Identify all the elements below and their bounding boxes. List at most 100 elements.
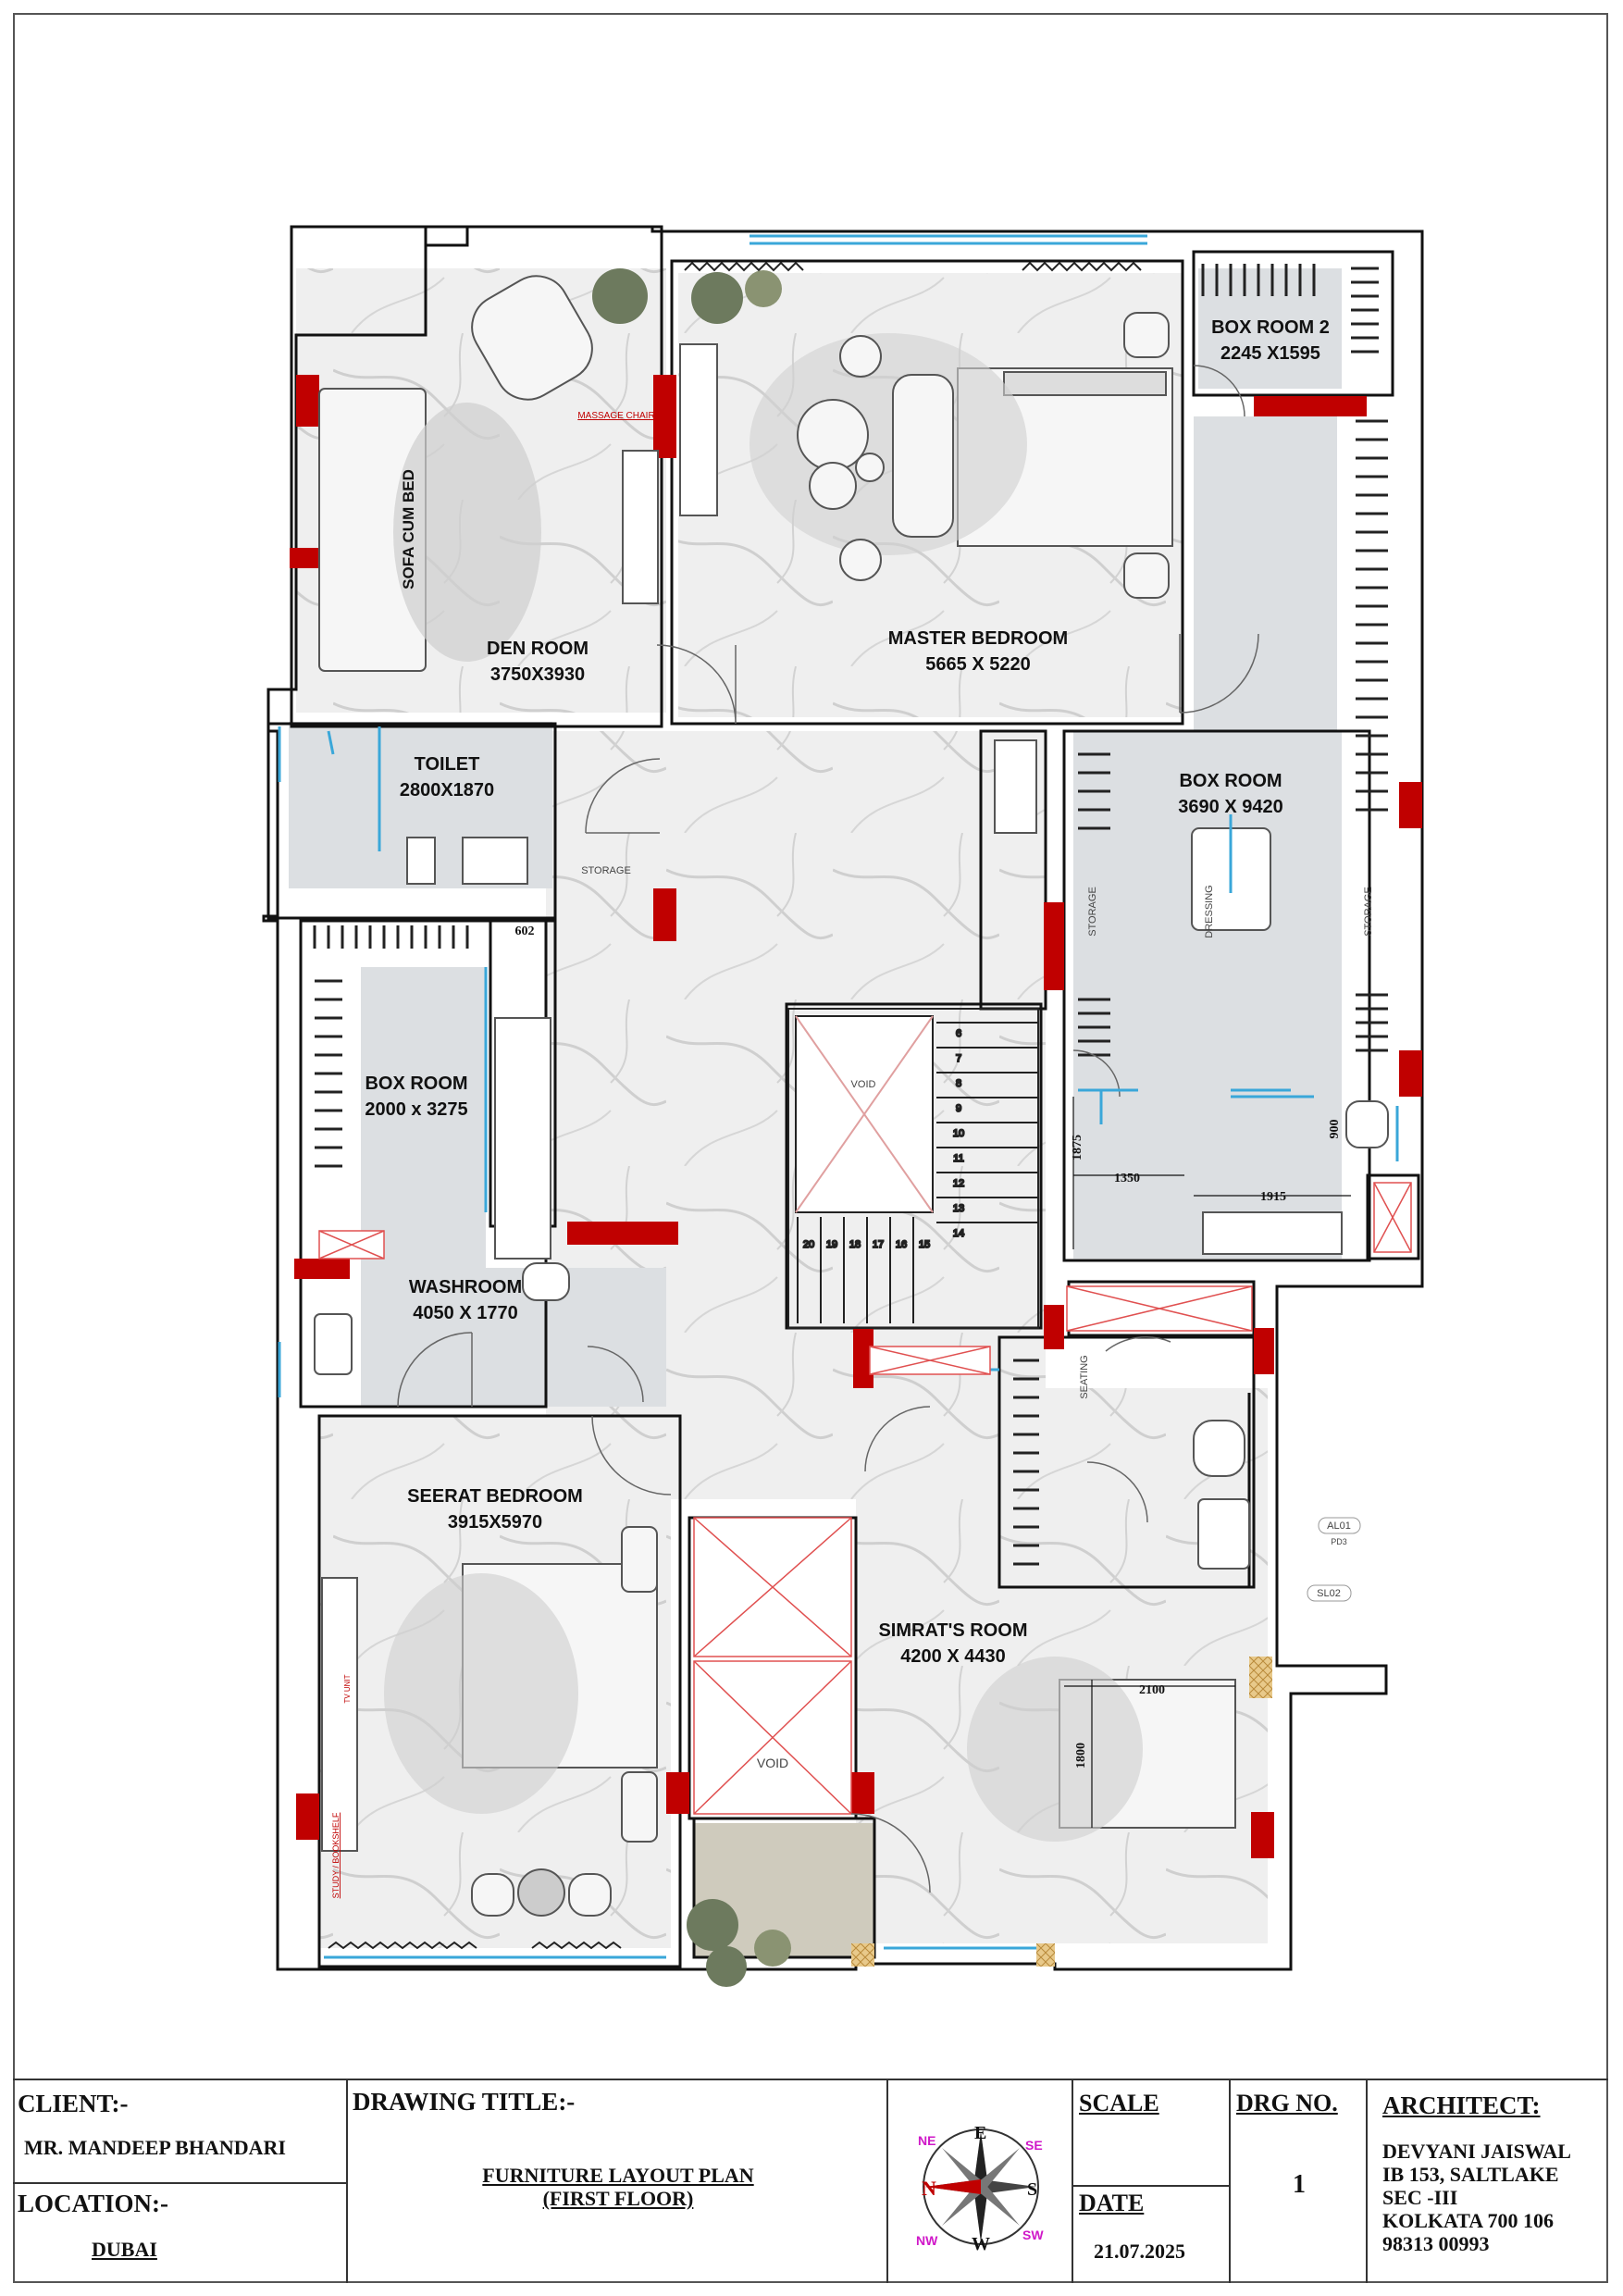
door-leaves [327,726,1291,1212]
architect-line: SEC -III [1382,2186,1458,2209]
structural-columns [290,375,1422,1858]
drawing-number-cell: DRG NO. 1 [1231,2080,1368,2283]
drawing-title-line1: FURNITURE LAYOUT PLAN [482,2164,754,2187]
floor-plan: 6 7 8 9 10 11 12 13 14 20 19 18 17 16 15 [262,225,1424,1987]
seating-label: SEATING [1079,1355,1090,1398]
drg-no-value: 1 [1293,2170,1306,2199]
storage-label: STORAGE [1087,887,1098,937]
storage-label: STORAGE [1363,887,1374,937]
north-compass-icon: N E S W NE SE SW NW [916,2123,1044,2254]
location-value: DUBAI [92,2238,157,2261]
wardrobe-hangers [313,264,1388,1566]
stair-number: 9 [956,1103,961,1114]
stairs-upper-flight: 6 7 8 9 10 11 12 13 14 [936,1022,1038,1240]
room-name: BOX ROOM 2 [1211,317,1330,338]
walls [262,225,1424,1971]
dim-1800: 1800 [1074,1743,1088,1769]
client-cell: CLIENT:- MR. MANDEEP BHANDARI LOCATION:-… [13,2080,348,2283]
stair-number: 14 [953,1228,964,1239]
stair-number: 13 [953,1203,964,1214]
compass-ne: NE [918,2133,935,2148]
compass-n: N [922,2177,936,2200]
dressing-label: DRESSING [1204,885,1215,937]
stair-number: 7 [956,1053,961,1064]
scale-date-cell: SCALE DATE 21.07.2025 [1073,2080,1231,2283]
stair-number: 11 [953,1153,963,1164]
stair-number: 12 [953,1178,964,1189]
stair-number: 10 [953,1128,964,1139]
room-size: 4200 X 4430 [900,1646,1005,1667]
dim-2100: 2100 [1139,1683,1165,1697]
room-name: BOX ROOM [1179,771,1282,791]
plants [592,268,791,1987]
furniture [314,275,1389,1917]
compass-nw: NW [916,2233,938,2248]
location-label: LOCATION:- [18,2190,169,2217]
drawing-sheet-border [13,13,1608,2283]
storage-label: STORAGE [581,865,631,876]
scale-divider [1073,2185,1231,2187]
stair-number: 17 [873,1239,884,1250]
sofa-label: SOFA CUM BED [400,469,417,590]
architect-label: ARCHITECT: [1382,2091,1541,2119]
room-size: 3915X5970 [448,1512,542,1533]
stair-number: 15 [919,1239,930,1250]
architect-line: IB 153, SALTLAKE [1382,2163,1559,2186]
room-labels: DEN ROOM 3750X3930 MASTER BEDROOM 5665 X… [365,317,1330,1667]
stair-number: 6 [956,1028,961,1039]
room-size: 2800X1870 [400,780,494,800]
drawing-title-label: DRAWING TITLE:- [353,2088,576,2116]
drg-no-label: DRG NO. [1236,2090,1338,2116]
dimension-labels: 602 1875 1350 1915 900 2100 1800 [515,925,1351,1828]
room-name: SIMRAT'S ROOM [878,1620,1027,1641]
room-name: WASHROOM [409,1277,522,1297]
curtains [328,261,1142,1950]
drawing-title-line2: (FIRST FLOOR) [542,2187,694,2210]
room-name: SEERAT BEDROOM [407,1486,583,1507]
architect-cell: ARCHITECT: DEVYANI JAISWAL IB 153, SALTL… [1368,2080,1608,2283]
compass-e: E [974,2123,986,2143]
room-size: 4050 X 1770 [413,1303,517,1323]
scale-label: SCALE [1079,2090,1159,2116]
architect-line: 98313 00993 [1382,2232,1490,2255]
sl02-tag: SL02 [1317,1588,1341,1599]
dim-900: 900 [1328,1120,1342,1139]
pd3-tag: PD3 [1331,1537,1347,1546]
dim-1875: 1875 [1071,1135,1084,1160]
room-name: MASTER BEDROOM [888,628,1068,649]
room-size: 3690 X 9420 [1178,797,1282,817]
room-name: BOX ROOM [365,1074,467,1094]
room-name: DEN ROOM [487,639,588,659]
dim-1350: 1350 [1114,1172,1140,1185]
drawing-title-cell: DRAWING TITLE:- FURNITURE LAYOUT PLAN (F… [348,2080,888,2283]
date-label: DATE [1079,2190,1145,2216]
compass-w: W [972,2234,990,2254]
stair-number: 8 [956,1078,961,1089]
client-divider [13,2182,348,2184]
annotation-labels: SOFA CUM BED MASSAGE CHAIR STORAGE STORA… [331,411,1374,1898]
compass-sw: SW [1022,2228,1044,2242]
void-label: VOID [851,1079,876,1090]
stair-number: 19 [826,1239,837,1250]
stairs-lower-flight: 20 19 18 17 16 15 [797,1217,931,1323]
stair-number: 16 [896,1239,907,1250]
room-name: TOILET [415,754,480,775]
tv-unit-label: TV UNIT [343,1674,352,1703]
client-label: CLIENT:- [18,2090,129,2117]
dim-1915: 1915 [1260,1190,1286,1204]
hatched-panels [851,1657,1272,1967]
client-name: MR. MANDEEP BHANDARI [24,2136,286,2159]
windows [278,234,1399,1959]
title-block: CLIENT:- MR. MANDEEP BHANDARI LOCATION:-… [13,2079,1608,2283]
staircase: 6 7 8 9 10 11 12 13 14 20 19 18 17 16 15 [787,1008,1039,1329]
room-size: 3750X3930 [490,664,585,685]
architect-line: KOLKATA 700 106 [1382,2209,1554,2232]
date-value: 21.07.2025 [1094,2240,1185,2263]
massage-chair-label: MASSAGE CHAIR [577,411,654,421]
stair-number: 18 [849,1239,861,1250]
stair-number: 20 [803,1239,814,1250]
study-label: STUDY / BOOKSHELF [331,1812,341,1898]
compass-se: SE [1025,2138,1043,2153]
void-shafts [318,1182,1412,1815]
room-size: 2245 X1595 [1220,343,1320,364]
